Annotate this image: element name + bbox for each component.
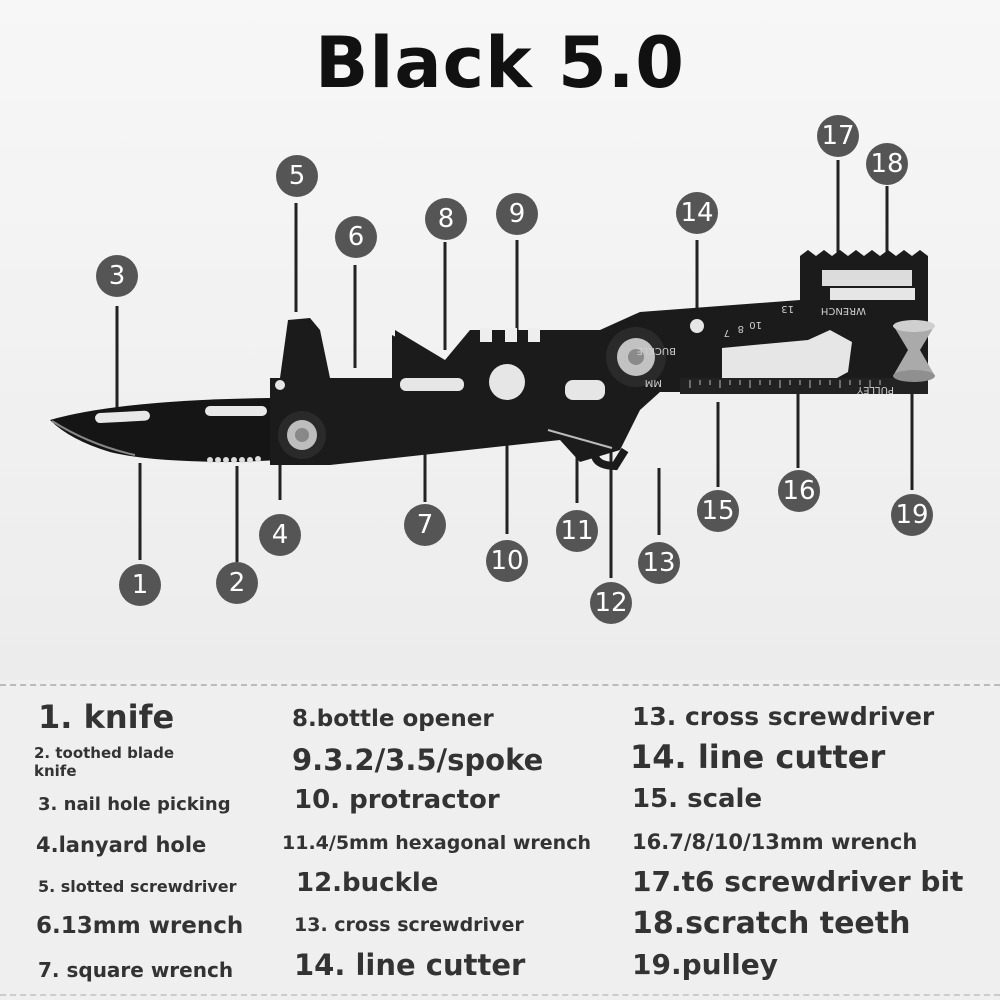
marker-4: 4 [259, 514, 301, 556]
marker-5: 5 [276, 155, 318, 197]
multitool-illustration: BUCKLE MM WRENCH PULLEY 13 10 8 7 [50, 160, 935, 578]
legend-item-9: 9.3.2/3.5/spoke [292, 743, 544, 777]
marker-3: 3 [96, 255, 138, 297]
legend-item-13: 13. cross screwdriver [294, 914, 524, 936]
legend-item-10: 10. protractor [294, 785, 500, 815]
marker-9: 9 [496, 193, 538, 235]
marking-size-7: 7 [724, 327, 730, 338]
legend-item-3: 3. nail hole picking [38, 794, 231, 815]
marker-13: 13 [638, 542, 680, 584]
section-divider [0, 684, 1000, 686]
legend-item-17: 17.t6 screwdriver bit [632, 865, 964, 898]
bottom-divider [0, 994, 1000, 996]
marker-1: 1 [119, 564, 161, 606]
marking-size-8: 8 [738, 323, 744, 334]
marker-11: 11 [556, 510, 598, 552]
marking-size-13: 13 [781, 303, 794, 314]
legend-item-5: 5. slotted screwdriver [38, 877, 237, 896]
marker-17: 17 [817, 115, 859, 157]
marker-12: 12 [590, 582, 632, 624]
legend-item-11: 11.4/5mm hexagonal wrench [282, 832, 591, 854]
marking-size-10: 10 [749, 319, 762, 330]
legend-item-6: 6.13mm wrench [36, 913, 244, 939]
marking-buckle: BUCKLE [636, 345, 676, 356]
marker-8: 8 [425, 198, 467, 240]
marker-19: 19 [891, 494, 933, 536]
marking-wrench: WRENCH [821, 305, 866, 316]
marker-14: 14 [676, 192, 718, 234]
legend-item-18: 18.scratch teeth [632, 906, 911, 941]
marking-pulley: PULLEY [856, 384, 894, 395]
marking-mm: MM [645, 377, 662, 388]
legend-item-14: 14. line cutter [294, 948, 526, 982]
page-title: Black 5.0 [314, 22, 685, 104]
marker-6: 6 [335, 216, 377, 258]
marker-16: 16 [778, 470, 820, 512]
legend-item-13b: 13. cross screwdriver [632, 702, 935, 731]
legend-item-19: 19.pulley [632, 948, 779, 981]
legend-item-8: 8.bottle opener [292, 706, 494, 732]
legend-item-1: 1. knife [38, 698, 175, 736]
marker-18: 18 [866, 143, 908, 185]
feature-legend: 1. knife 2. toothed blade knife 3. nail … [0, 690, 1000, 995]
marker-15: 15 [697, 490, 739, 532]
legend-item-4: 4.lanyard hole [36, 833, 207, 857]
legend-item-14b: 14. line cutter [630, 738, 886, 776]
legend-item-2: 2. toothed blade knife [34, 744, 175, 780]
marker-7: 7 [404, 504, 446, 546]
legend-item-7: 7. square wrench [38, 958, 234, 982]
legend-item-16: 16.7/8/10/13mm wrench [632, 830, 918, 854]
legend-item-15: 15. scale [632, 784, 763, 814]
marker-2: 2 [216, 562, 258, 604]
legend-item-12: 12.buckle [296, 868, 439, 898]
marker-10: 10 [486, 540, 528, 582]
